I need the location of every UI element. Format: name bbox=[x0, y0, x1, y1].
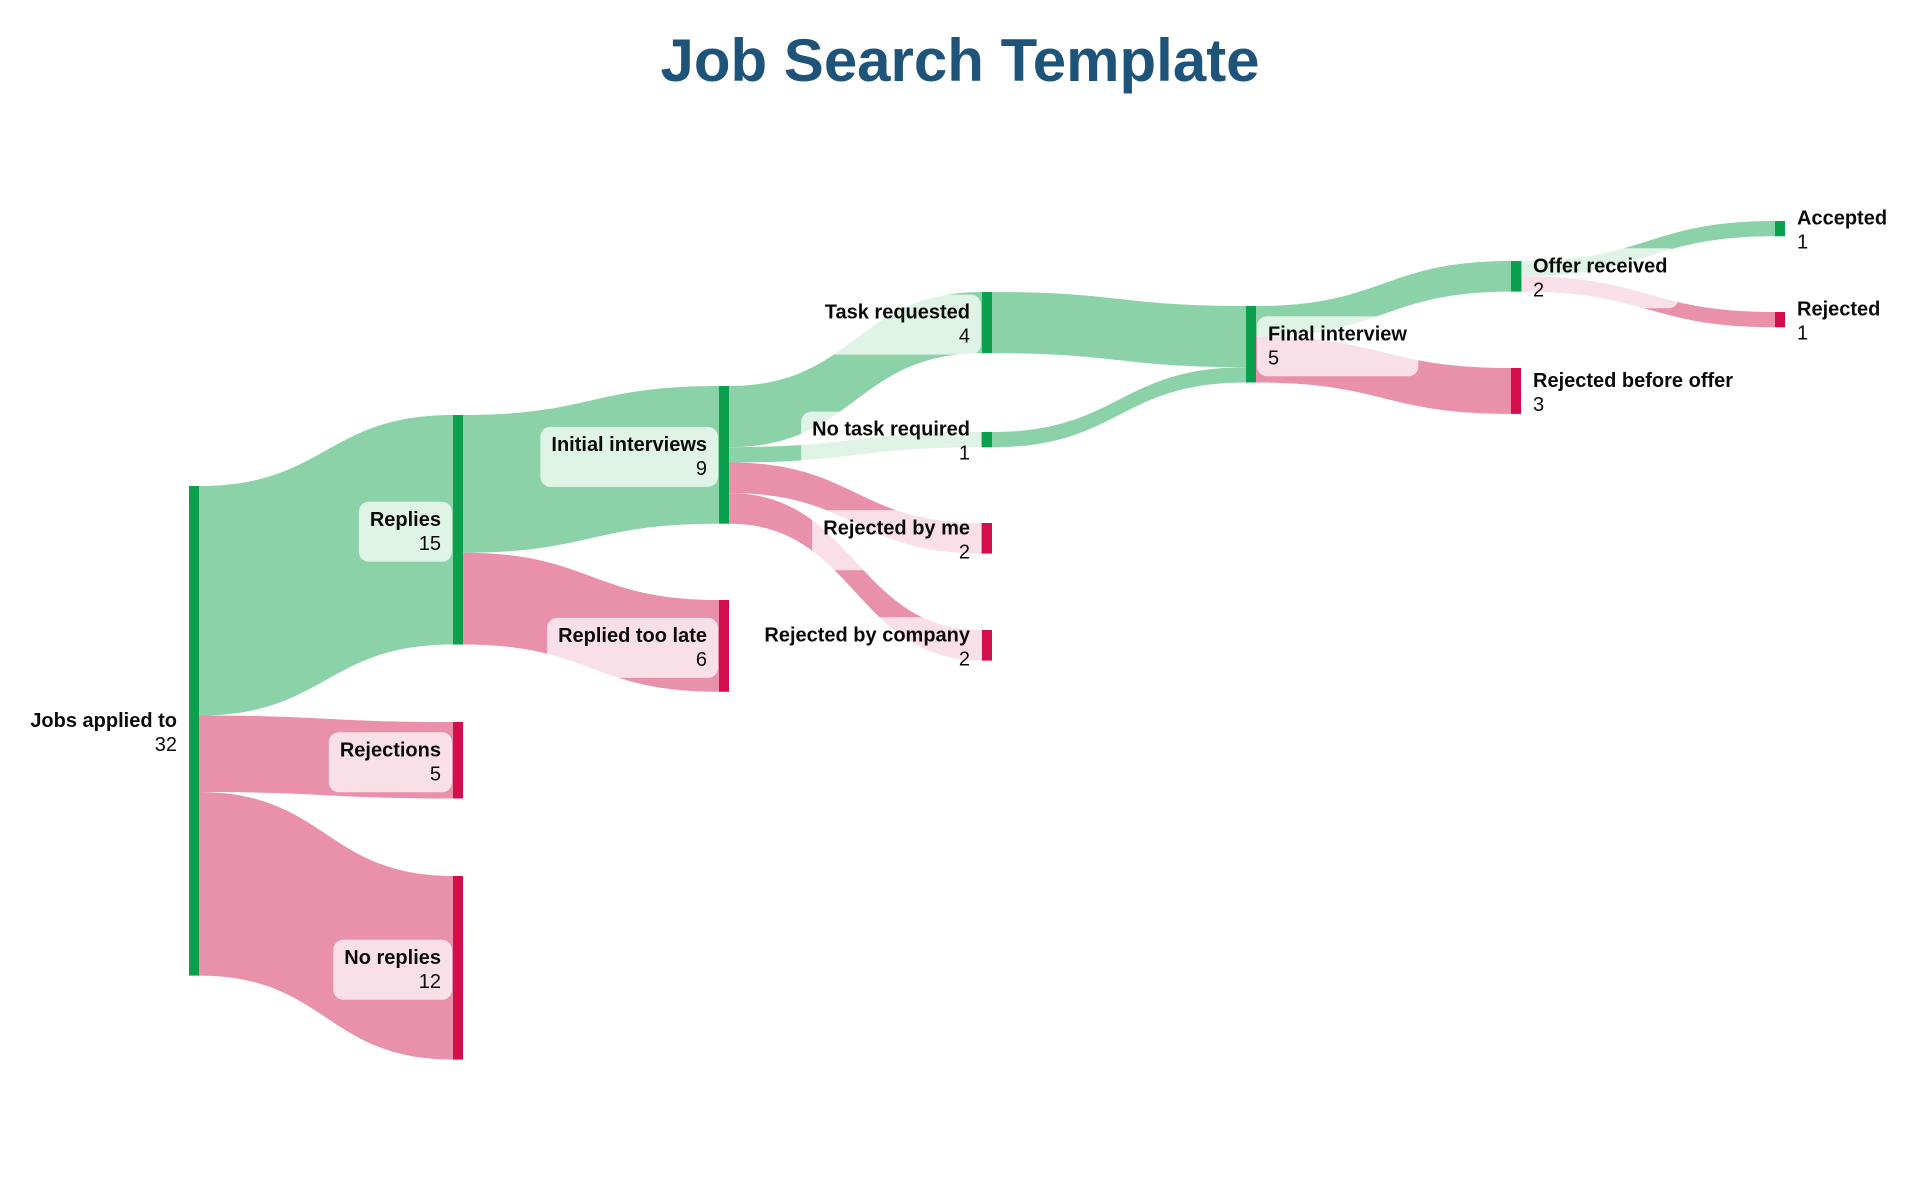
sankey-nodes-layer bbox=[189, 221, 1785, 1060]
label-accepted-value: 1 bbox=[1797, 232, 1808, 254]
label-no_task-title: No task required bbox=[812, 419, 970, 441]
label-task_req-title: Task requested bbox=[825, 302, 970, 324]
label-initial-value: 9 bbox=[696, 458, 707, 480]
label-jobs-title: Jobs applied to bbox=[30, 710, 177, 732]
label-offer-title: Offer received bbox=[1533, 255, 1668, 277]
label-replies-box bbox=[358, 501, 452, 562]
label-replies-title: Replies bbox=[370, 509, 441, 531]
label-initial-title: Initial interviews bbox=[551, 434, 707, 456]
label-no_replies-box bbox=[333, 939, 452, 1000]
label-no_replies-title: No replies bbox=[344, 947, 441, 969]
label-replies-value: 15 bbox=[419, 533, 441, 555]
label-task_req-box bbox=[813, 294, 981, 355]
node-no_replies bbox=[453, 876, 463, 1060]
label-jobs-value: 32 bbox=[155, 734, 177, 756]
label-rej_co-value: 2 bbox=[959, 648, 970, 670]
label-rej_me-value: 2 bbox=[959, 541, 970, 563]
label-offer-box bbox=[1522, 248, 1679, 309]
node-rej_me bbox=[982, 523, 992, 554]
label-too_late-value: 6 bbox=[696, 649, 707, 671]
node-too_late bbox=[719, 600, 729, 692]
label-rejections-value: 5 bbox=[430, 763, 441, 785]
node-no_task bbox=[982, 432, 992, 448]
node-final bbox=[1246, 306, 1256, 383]
label-no_task-value: 1 bbox=[959, 443, 970, 465]
label-task_req-value: 4 bbox=[959, 326, 970, 348]
label-rej_me-box bbox=[812, 510, 981, 571]
node-rejected bbox=[1775, 312, 1785, 328]
label-rej_me: Rejected by me2 bbox=[812, 510, 981, 571]
label-rejected-value: 1 bbox=[1797, 323, 1808, 345]
node-rejections bbox=[453, 722, 463, 799]
label-no_task-box bbox=[801, 411, 981, 472]
label-offer-value: 2 bbox=[1533, 279, 1544, 301]
label-jobs-box bbox=[19, 702, 188, 763]
node-rej_co bbox=[982, 630, 992, 661]
label-final-title: Final interview bbox=[1268, 323, 1407, 345]
node-jobs bbox=[189, 486, 199, 976]
label-accepted-box bbox=[1786, 200, 1899, 261]
label-rejections-title: Rejections bbox=[340, 739, 441, 761]
label-no_replies-value: 12 bbox=[419, 971, 441, 993]
node-accepted bbox=[1775, 221, 1785, 237]
label-final-box bbox=[1257, 316, 1419, 377]
label-accepted-title: Accepted bbox=[1797, 208, 1887, 230]
label-initial-box bbox=[540, 426, 718, 487]
node-task_req bbox=[982, 292, 992, 354]
node-offer bbox=[1511, 261, 1521, 292]
label-rej_me-title: Rejected by me bbox=[823, 517, 970, 539]
sankey-labels-layer: Jobs applied to32Replies15Rejections5No … bbox=[19, 200, 1899, 1000]
node-replies bbox=[453, 415, 463, 645]
node-rej_before bbox=[1511, 368, 1521, 414]
chart-title: Job Search Template bbox=[660, 27, 1260, 94]
flow-task_req-to-final bbox=[992, 292, 1246, 368]
flow-no_task-to-final bbox=[992, 367, 1246, 448]
label-rej_before-box bbox=[1522, 362, 1745, 423]
label-rej_co-box bbox=[753, 617, 982, 678]
label-rej_before-value: 3 bbox=[1533, 394, 1544, 416]
flow-jobs-to-no_replies bbox=[199, 792, 453, 1060]
label-rejected-title: Rejected bbox=[1797, 299, 1880, 321]
node-initial bbox=[719, 386, 729, 524]
label-rejections-box bbox=[328, 732, 452, 793]
label-final-value: 5 bbox=[1268, 347, 1279, 369]
label-rejected-box bbox=[1786, 291, 1892, 352]
label-too_late-title: Replied too late bbox=[558, 625, 707, 647]
flow-jobs-to-replies bbox=[199, 415, 453, 716]
label-too_late-box bbox=[547, 617, 718, 678]
label-rej_before-title: Rejected before offer bbox=[1533, 370, 1733, 392]
label-rej_co-title: Rejected by company bbox=[764, 624, 971, 646]
